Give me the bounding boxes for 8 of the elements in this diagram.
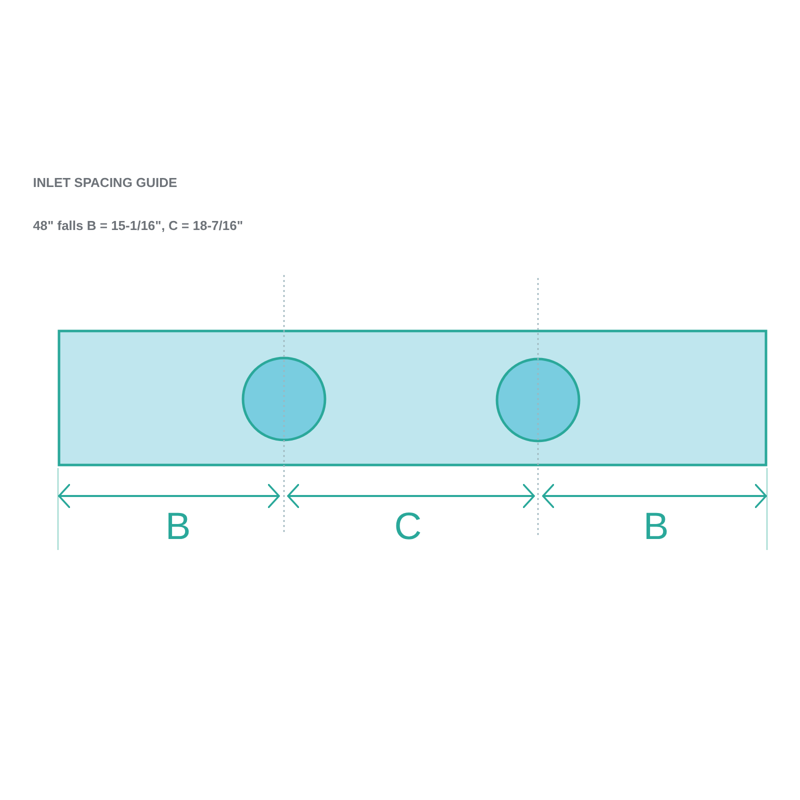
inlet-circle <box>242 357 326 441</box>
dimension-label: B <box>165 508 191 546</box>
title: INLET SPACING GUIDE <box>33 175 178 190</box>
inlet-circle <box>496 358 580 442</box>
dimension-label: B <box>643 508 669 546</box>
channel-body <box>58 330 767 466</box>
dimension-label: C <box>394 508 422 546</box>
spacing-note: 48" falls B = 15-1/16", C = 18-7/16" <box>33 218 243 233</box>
